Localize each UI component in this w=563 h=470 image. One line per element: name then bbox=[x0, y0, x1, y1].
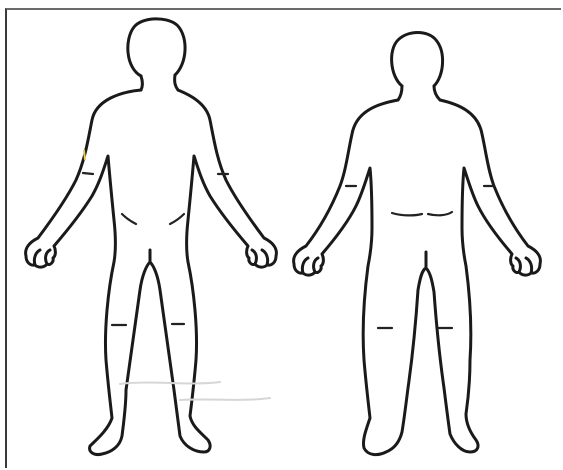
back-head bbox=[392, 33, 443, 87]
front-right-groin-mark bbox=[170, 214, 184, 224]
front-left-groin-mark bbox=[122, 214, 136, 224]
front-left-elbow-mark bbox=[83, 173, 93, 174]
back-waist-mark bbox=[392, 212, 452, 215]
front-shoulder-fleck bbox=[84, 150, 85, 160]
back-neck-right bbox=[434, 86, 440, 100]
front-right-hand-fingers bbox=[252, 250, 268, 265]
front-neck-left bbox=[141, 76, 143, 90]
back-left-hand-fingers bbox=[302, 258, 318, 273]
front-head bbox=[128, 19, 185, 76]
back-right-hand-fingers bbox=[516, 258, 532, 273]
back-body-figure bbox=[294, 33, 541, 455]
front-neck-right bbox=[175, 75, 178, 90]
front-left-hand-fingers bbox=[34, 250, 50, 265]
front-body-figure bbox=[26, 19, 277, 455]
back-body-outline bbox=[294, 100, 541, 455]
back-neck-left bbox=[398, 86, 402, 100]
